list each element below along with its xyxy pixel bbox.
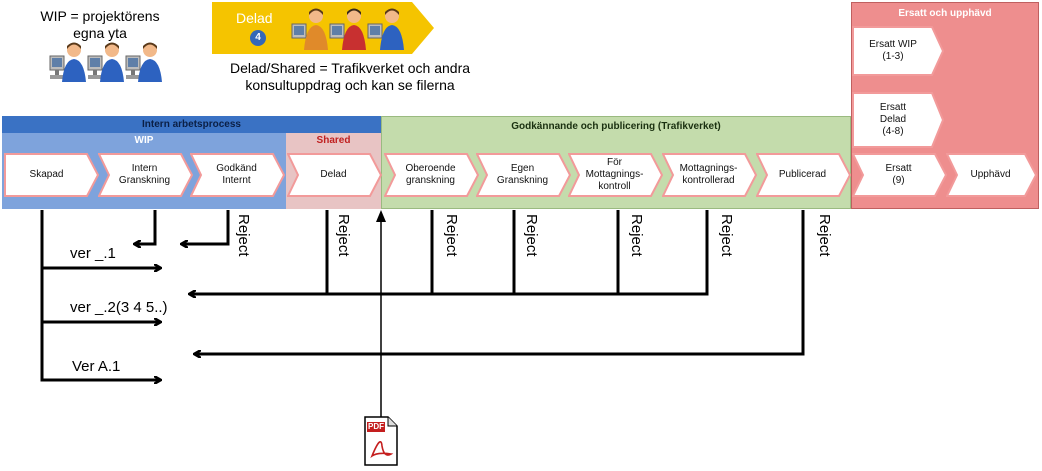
reject-label-3: Reject (443, 214, 460, 257)
step-oberoende-granskning-label: Oberoende granskning (405, 163, 456, 186)
version-label-1: ver _.1 (70, 245, 116, 262)
step-intern-granskning-label: Intern Granskning (118, 163, 171, 186)
step-egen-granskning-label: Egen Granskning (496, 163, 549, 186)
wip-note: WIP = projektörens egna yta (40, 8, 160, 41)
step-ersatt-delad-shape (852, 92, 944, 148)
step-ersatt-wip-label: Ersatt WIP (1-3) (869, 39, 917, 62)
step-for-mottagningskontroll-shape (568, 153, 663, 197)
step-publicerad: Publicerad (756, 153, 851, 197)
reject-label-5: Reject (628, 214, 645, 257)
step-mottagningskontrollerad-label: Mottagnings- kontrollerad (679, 163, 738, 186)
step-mottagningskontrollerad-shape (662, 153, 757, 197)
intern-process-header: Intern arbetsprocess (2, 116, 381, 133)
step-ersatt-label: Ersatt (9) (885, 163, 912, 186)
wip-header: WIP (2, 133, 286, 151)
step-godkand-internt-shape (190, 153, 285, 197)
step-ersatt-delad-label: Ersatt Delad (4-8) (879, 102, 907, 137)
step-skapad-label: Skapad (29, 169, 64, 180)
user-at-computer-icon (49, 42, 163, 83)
intern-process-label: Intern arbetsprocess (142, 119, 241, 130)
step-skapad: Skapad (4, 153, 99, 197)
step-oberoende-granskning-shape (384, 153, 479, 197)
step-godkand-internt: Godkänd Internt (190, 153, 285, 197)
step-intern-granskning-shape (98, 153, 193, 197)
step-ersatt: Ersatt (9) (852, 153, 947, 197)
reject-label-7: Reject (816, 214, 833, 257)
step-egen-granskning-shape (476, 153, 571, 197)
delad-tag-number: 4 (255, 32, 261, 43)
step-upphavd: Upphävd (946, 153, 1037, 197)
step-ersatt-shape (852, 153, 947, 197)
pdf-label: PDF (368, 422, 384, 431)
pdf-document-icon (364, 416, 398, 466)
shared-label: Shared (316, 135, 351, 146)
reject-label-1: Reject (235, 214, 252, 257)
step-publicerad-label: Publicerad (778, 169, 827, 180)
delad-tag: Delad 4 (212, 2, 436, 54)
reject-label-4: Reject (523, 214, 540, 257)
wip-users-icons (48, 40, 168, 86)
ersatt-label: Ersatt och upphävd (898, 8, 992, 19)
reject-label-2: Reject (335, 214, 352, 257)
step-godkand-internt-label: Godkänd Internt (216, 163, 257, 186)
delad-tag-label: Delad (236, 10, 273, 26)
wip-label: WIP (134, 135, 154, 146)
step-ersatt-wip: Ersatt WIP (1-3) (852, 26, 944, 76)
step-for-mottagningskontroll-label: För Mottagnings- kontroll (585, 157, 644, 192)
step-publicerad-shape (756, 153, 851, 197)
step-intern-granskning: Intern Granskning (98, 153, 193, 197)
reject-label-6: Reject (718, 214, 735, 257)
step-delad: Delad (287, 153, 382, 197)
version-label-3: Ver A.1 (72, 358, 121, 375)
shared-header: Shared (286, 133, 381, 151)
step-skapad-shape (4, 153, 99, 197)
step-for-mottagningskontroll: För Mottagnings- kontroll (568, 153, 663, 197)
godkannande-label: Godkännande och publicering (Trafikverke… (511, 121, 721, 132)
step-mottagningskontrollerad: Mottagnings- kontrollerad (662, 153, 757, 197)
step-ersatt-delad: Ersatt Delad (4-8) (852, 92, 944, 148)
step-ersatt-wip-shape (852, 26, 944, 76)
version-label-2: ver _.2(3 4 5..) (70, 299, 168, 316)
shared-note: Delad/Shared = Trafikverket och andra ko… (229, 60, 471, 93)
pdf-file-icon: PDF (364, 416, 398, 466)
step-upphavd-label: Upphävd (970, 169, 1011, 180)
step-oberoende-granskning: Oberoende granskning (384, 153, 479, 197)
delad-tag-shape (212, 2, 434, 54)
step-upphavd-shape (946, 153, 1037, 197)
step-delad-shape (287, 153, 382, 197)
step-delad-label: Delad (320, 169, 347, 180)
step-egen-granskning: Egen Granskning (476, 153, 571, 197)
